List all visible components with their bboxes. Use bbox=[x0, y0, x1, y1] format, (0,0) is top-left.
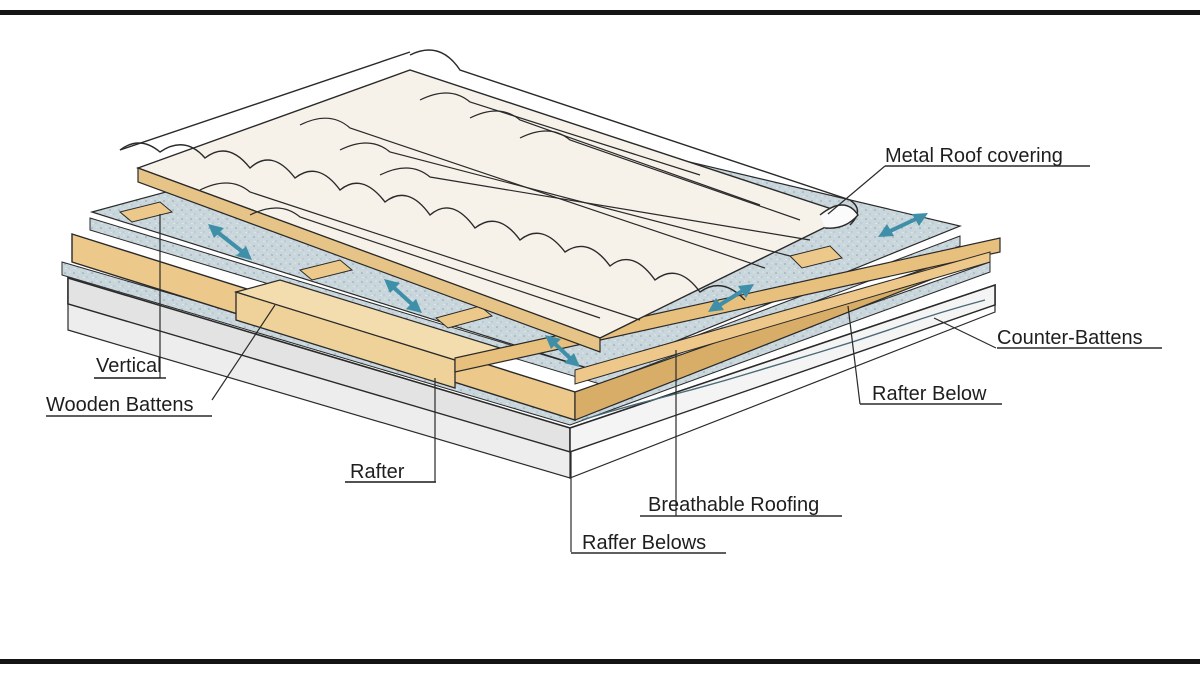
label-metal-roof: Metal Roof covering bbox=[885, 145, 1090, 167]
label-rafter: Rafter bbox=[345, 461, 436, 483]
top-border bbox=[0, 10, 1200, 15]
label-breathable-roofing: Breathable Roofing bbox=[640, 494, 842, 517]
label-counter-battens-text: Counter-Battens bbox=[997, 327, 1143, 349]
label-wooden-battens-text: Wooden Battens bbox=[46, 394, 194, 416]
label-counter-battens: Counter-Battens bbox=[997, 327, 1162, 349]
airflow-arrows bbox=[208, 213, 928, 367]
double-headed-arrow-icon bbox=[208, 224, 252, 260]
label-rafter-below-text: Rafter Below bbox=[872, 383, 987, 405]
label-vertical: Vertical bbox=[94, 355, 166, 379]
bottom-border bbox=[0, 659, 1200, 664]
label-metal-roof-text: Metal Roof covering bbox=[885, 145, 1063, 167]
label-raffer-belows-text: Raffer Belows bbox=[582, 532, 706, 554]
label-breathable-roofing-text: Breathable Roofing bbox=[648, 494, 819, 516]
label-raffer-belows: Raffer Belows bbox=[571, 532, 726, 554]
label-rafter-below: Rafter Below bbox=[860, 383, 1002, 405]
label-vertical-text: Vertical bbox=[96, 355, 162, 377]
metal-roof-covering bbox=[119, 49, 859, 353]
label-wooden-battens: Wooden Battens bbox=[46, 394, 212, 417]
double-headed-arrow-icon bbox=[878, 213, 928, 237]
double-headed-arrow-icon bbox=[545, 335, 580, 367]
double-headed-arrow-icon bbox=[384, 279, 422, 313]
double-headed-arrow-icon bbox=[708, 284, 754, 312]
label-rafter-text: Rafter bbox=[350, 461, 405, 483]
